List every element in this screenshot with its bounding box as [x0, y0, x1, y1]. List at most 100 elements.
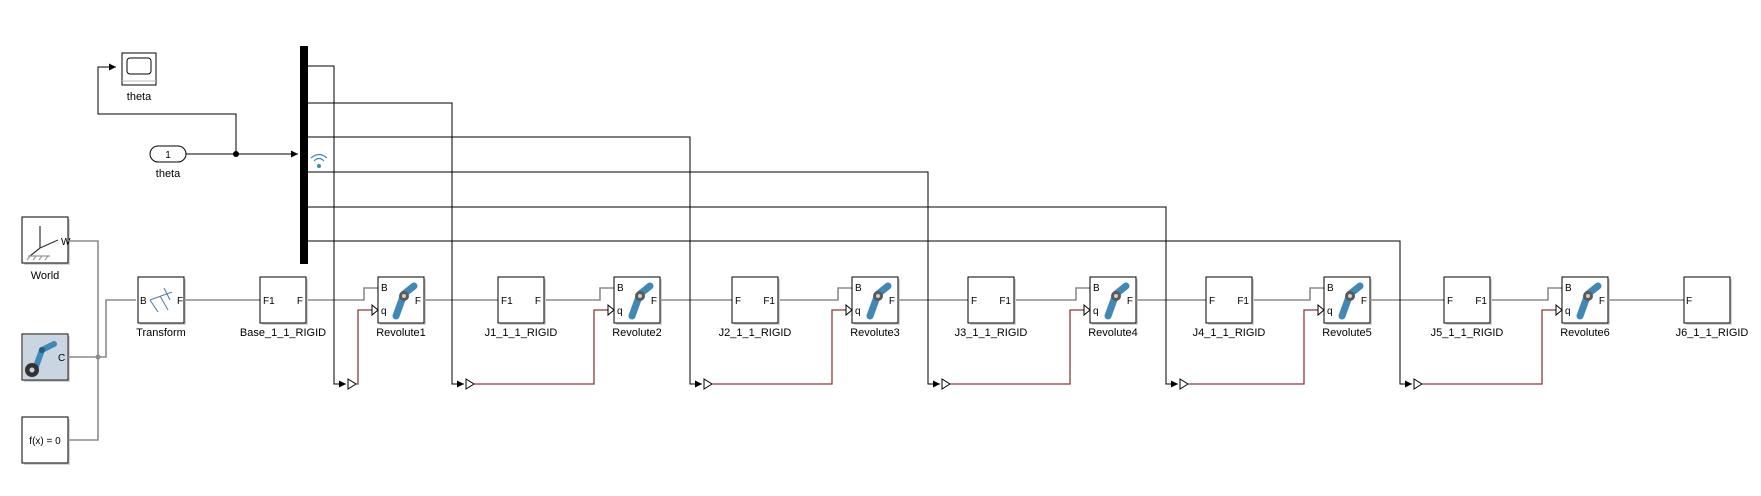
joint-label: Revolute6	[1560, 327, 1610, 339]
joint-label: Revolute1	[376, 327, 426, 339]
scope-label: theta	[127, 91, 152, 103]
revolute-joint-icon	[866, 282, 892, 320]
revolute-joint-block[interactable]: Bq F	[613, 276, 662, 325]
joint-port-q: q	[1093, 306, 1099, 317]
q-port-arrow	[371, 303, 379, 317]
body-label: J1_1_1_RIGID	[485, 327, 558, 339]
body-right-port: F1	[763, 296, 775, 307]
scope-screen-icon	[126, 57, 152, 75]
demux-bar[interactable]	[300, 46, 308, 264]
joint-port-b: B	[1327, 283, 1334, 294]
revolute-joint-icon	[628, 282, 654, 320]
joint-port-q: q	[1327, 306, 1333, 317]
joint-angle-signal	[308, 240, 1412, 388]
joint-port-f: F	[889, 296, 895, 307]
joint-port-f: F	[651, 296, 657, 307]
world-frame-icon	[26, 226, 59, 261]
body-right-port: F1	[999, 296, 1011, 307]
ps-signal-wire	[950, 309, 1084, 385]
solver-config-block[interactable]: f(x) = 0	[21, 416, 70, 465]
solver-text: f(x) = 0	[29, 436, 61, 447]
joint-port-b: B	[1093, 283, 1100, 294]
q-port-arrow	[1083, 303, 1091, 317]
physical-wiring-left	[68, 240, 136, 441]
joint-port-q: q	[617, 306, 623, 317]
joint-angle-signal	[308, 65, 346, 388]
branch-point	[233, 151, 239, 157]
q-port-arrow	[1317, 303, 1325, 317]
constant-block[interactable]: 1	[149, 145, 187, 163]
revolute-joint-icon	[392, 282, 418, 320]
end-body-label: J6_1_1_RIGID	[1676, 327, 1749, 339]
end-body-block[interactable]: F	[1683, 276, 1732, 325]
mechanism-config-block[interactable]: C	[21, 333, 70, 382]
revolute-joint-block[interactable]: BqF	[1089, 276, 1138, 325]
joint-port-b: B	[855, 283, 862, 294]
rigid-transform-block[interactable]: B F	[137, 276, 186, 325]
simulink-ps-converter[interactable]	[703, 378, 713, 390]
signal-wiring-top	[97, 63, 298, 158]
joint-port-b: B	[381, 283, 388, 294]
body-left-port: F1	[263, 296, 275, 307]
q-port-arrow	[845, 303, 853, 317]
transform-port-f: F	[177, 296, 183, 307]
joint-label: Revolute5	[1322, 327, 1372, 339]
simulink-ps-converter[interactable]	[347, 378, 357, 390]
ps-signal-wire	[1422, 309, 1556, 385]
world-port-label: W	[61, 237, 71, 248]
simulink-ps-converter[interactable]	[941, 378, 951, 390]
body-label: J4_1_1_RIGID	[1193, 327, 1266, 339]
simulink-ps-converter[interactable]	[1179, 378, 1189, 390]
q-port-arrow	[1555, 303, 1563, 317]
revolute-joint-block[interactable]: BqF	[377, 276, 426, 325]
ps-signal-wire	[474, 309, 608, 385]
simulink-ps-converter[interactable]	[1413, 378, 1423, 390]
joint-label: Revolute2	[612, 327, 662, 339]
joint-port-q: q	[1565, 306, 1571, 317]
ps-signal-wire	[356, 309, 372, 385]
rigid-body-block[interactable]: F F1	[731, 276, 780, 325]
body-right-port: F1	[1237, 296, 1249, 307]
body-label: J3_1_1_RIGID	[955, 327, 1028, 339]
scope-block[interactable]	[121, 52, 157, 86]
body-left-port: F	[1209, 296, 1215, 307]
mech-port-label: C	[58, 353, 65, 364]
joint-angle-signal	[308, 171, 940, 388]
revolute-joint-icon	[1338, 282, 1364, 320]
transform-icon	[149, 287, 173, 313]
joint-port-f: F	[415, 296, 421, 307]
body-label: J2_1_1_RIGID	[719, 327, 792, 339]
body-right-port: F	[535, 296, 541, 307]
transform-port-b: B	[140, 296, 147, 307]
revolute-joint-block[interactable]: Bq F	[1561, 276, 1610, 325]
ps-signal-wire	[712, 309, 846, 385]
rigid-body-block[interactable]: F F1	[1205, 276, 1254, 325]
joint-port-b: B	[1565, 283, 1572, 294]
signal-broadcast-icon	[310, 153, 328, 168]
body-left-port: F	[735, 296, 741, 307]
body-left-port: F	[1447, 296, 1453, 307]
constant-value: 1	[165, 150, 171, 161]
joint-label: Revolute4	[1088, 327, 1138, 339]
simulink-ps-converter[interactable]	[465, 378, 475, 390]
joint-port-q: q	[855, 306, 861, 317]
end-body-port: F	[1686, 296, 1692, 307]
body-label: J5_1_1_RIGID	[1431, 327, 1504, 339]
rigid-body-block[interactable]: F1 F	[259, 276, 308, 325]
revolute-joint-icon	[1576, 282, 1602, 320]
body-right-port: F	[297, 296, 303, 307]
joint-port-f: F	[1599, 296, 1605, 307]
joint-port-b: B	[617, 283, 624, 294]
transform-label: Transform	[136, 327, 186, 339]
world-label: World	[31, 270, 60, 282]
gear-icon	[25, 363, 39, 377]
revolute-joint-block[interactable]: Bq F	[851, 276, 900, 325]
joint-label: Revolute3	[850, 327, 900, 339]
revolute-joint-block[interactable]: BqF	[1323, 276, 1372, 325]
world-frame-block[interactable]: W	[21, 216, 71, 265]
